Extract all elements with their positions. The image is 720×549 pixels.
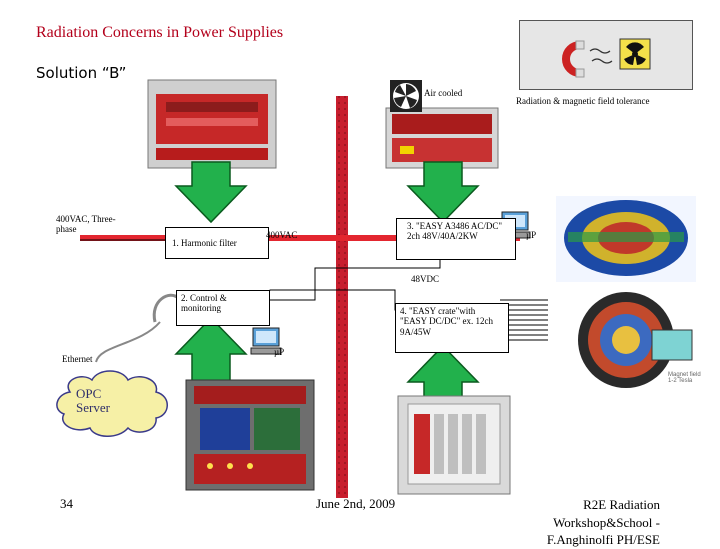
easy-crate-label: 4. "EASY crate"with "EASY DC/DC" ex. 12c… <box>400 306 494 337</box>
slide-subtitle: Solution “B” <box>36 64 127 82</box>
arrow-up-right <box>406 344 480 401</box>
footer-date: June 2nd, 2009 <box>316 496 396 511</box>
footer-credit: R2E Radiation Workshop&School - F.Anghin… <box>520 496 660 549</box>
harmonic-filter-box: 1. Harmonic filter <box>165 227 269 259</box>
up-label-2: µP <box>274 347 285 357</box>
fan-icon <box>390 80 422 112</box>
acdc-unit-photo <box>385 107 499 169</box>
footer-credit-line2: Workshop&School - <box>553 514 660 530</box>
arrow-up-left <box>174 316 248 385</box>
detector-photo-bottom <box>560 288 700 392</box>
ethernet-cable <box>152 293 180 323</box>
harmonic-filter-label: 1. Harmonic filter <box>172 237 237 248</box>
harmonic-filter-photo <box>147 79 277 169</box>
detector-photo-top <box>556 196 696 282</box>
ac-400-label: 400VAC <box>266 230 298 240</box>
dc-line <box>265 255 441 301</box>
arrow-down-left <box>174 161 248 224</box>
acdc-converter-box: 3. "EASY A3486 AC/DC" 2ch 48V/40A/2KW <box>396 218 516 260</box>
detector-caption: Magnet field 1-2 Tesla <box>668 372 701 384</box>
ac-power-line <box>80 235 520 241</box>
easy-crate-photo <box>397 395 511 495</box>
radiation-tolerance-label: Radiation & magnetic field tolerance <box>516 96 650 106</box>
magnet-radiation-icon <box>562 38 651 78</box>
footer-credit-line1: R2E Radiation <box>583 497 660 512</box>
shielding-wall <box>336 96 348 498</box>
easy-control-rack-photo <box>185 379 315 491</box>
easy-crate-box: 4. "EASY crate"with "EASY DC/DC" ex. 12c… <box>395 303 509 353</box>
up-label-1: µP <box>526 230 537 240</box>
control-monitoring-box: 2. Control & monitoring <box>176 290 270 326</box>
air-cooled-label: Air cooled <box>424 88 463 98</box>
page-number: 34 <box>60 496 73 511</box>
dc-48-label: 48VDC <box>411 274 440 284</box>
control-monitoring-label: 2. Control & monitoring <box>181 293 227 314</box>
arrow-down-right <box>406 161 480 224</box>
computer-icon-2 <box>250 327 282 355</box>
slide-title: Radiation Concerns in Power Supplies <box>36 24 284 41</box>
opc-server-label: OPC Server <box>76 386 110 416</box>
radiation-image-panel <box>519 20 693 90</box>
acdc-converter-label: 3. "EASY A3486 AC/DC" 2ch 48V/40A/2KW <box>407 221 503 242</box>
ethernet-label: Ethernet <box>62 354 93 364</box>
input-power-label: 400VAC, Three-phase <box>56 214 116 235</box>
opc-server-cloud <box>56 370 168 437</box>
